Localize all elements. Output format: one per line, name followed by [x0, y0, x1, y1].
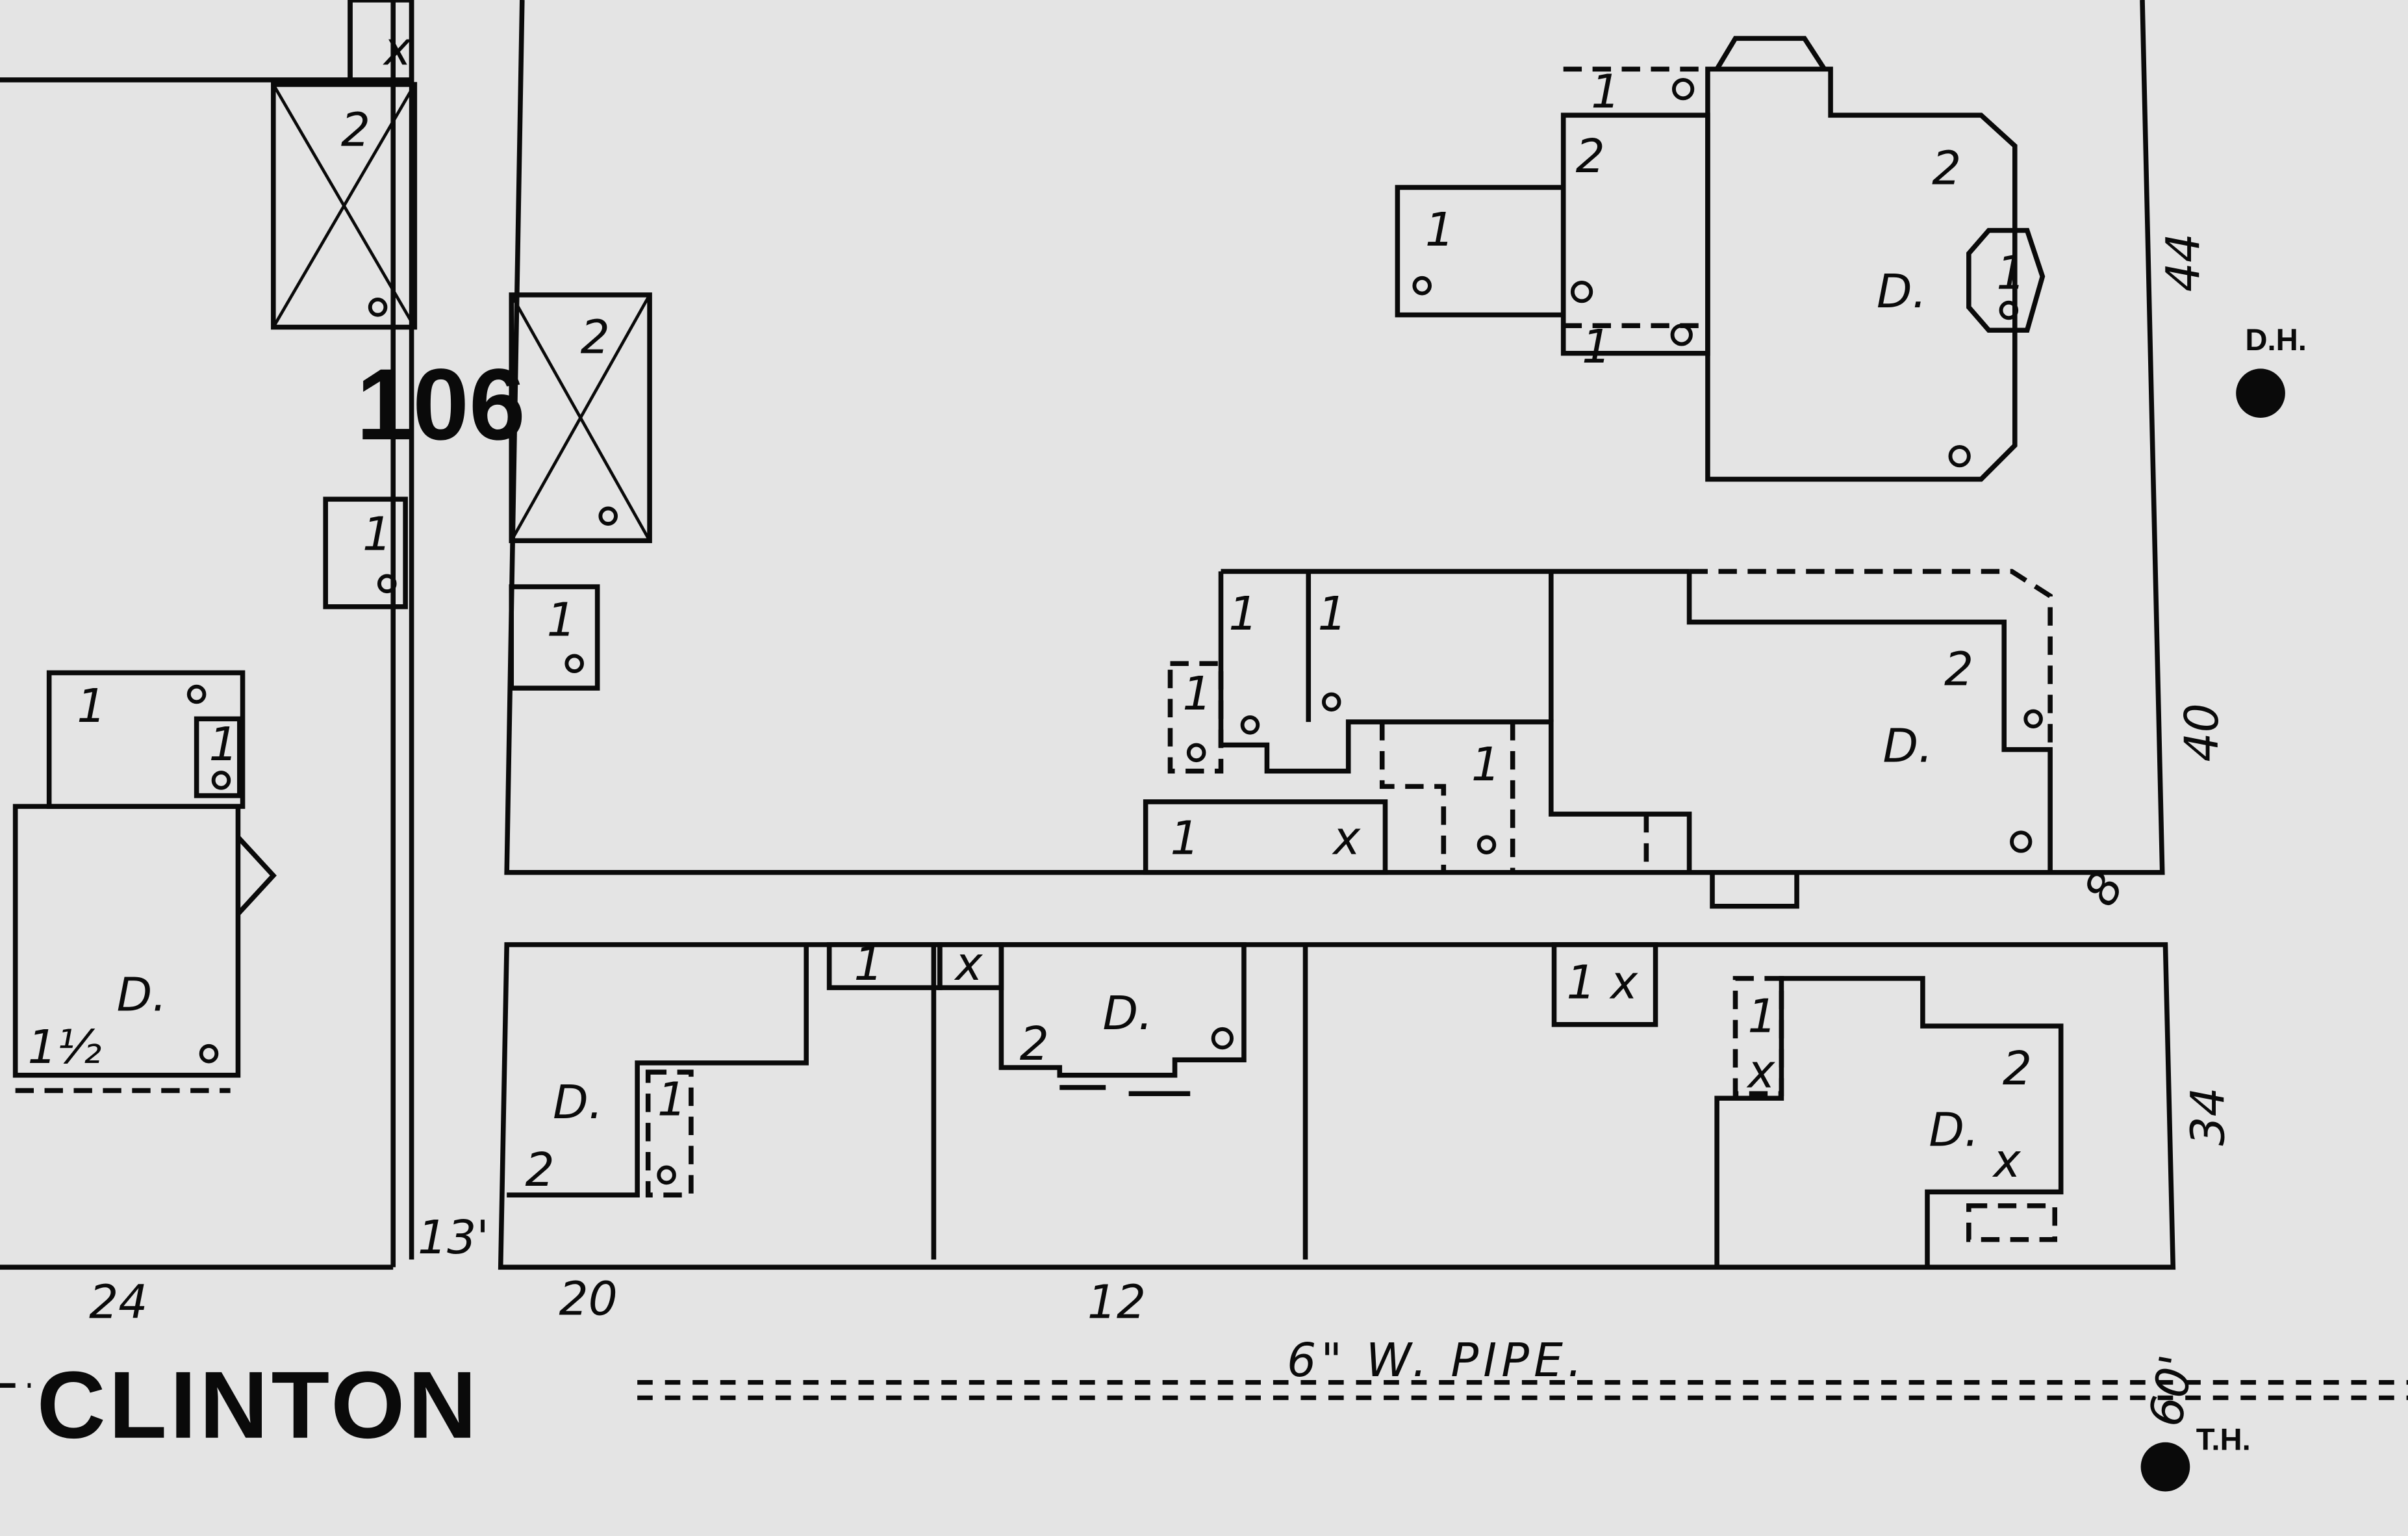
street-name: CLINTON: [37, 1352, 480, 1459]
label-dwelling: D.: [117, 968, 167, 1022]
label-one: 1: [1591, 64, 1620, 118]
label-one: 1: [1471, 737, 1501, 791]
outbuilding: [323, 496, 408, 609]
label-one: 1: [1182, 667, 1211, 721]
label-one: 1: [657, 1072, 687, 1126]
label-one: 1: [1228, 587, 1258, 641]
label-one: 1: [1582, 320, 1611, 374]
hydrant-dot: [2236, 368, 2285, 418]
label-dwelling: D.: [1882, 719, 1933, 773]
dimension-label: 60': [2138, 1351, 2204, 1430]
label-one: 1: [854, 937, 883, 991]
label-x: x: [1332, 811, 1361, 865]
label-dwelling: D.: [1877, 264, 1927, 318]
building-x-marked-1: [271, 0, 418, 330]
label-two: 2: [1944, 642, 1973, 696]
address-number: 40: [2175, 703, 2229, 762]
label-one: 1: [1425, 203, 1454, 257]
water-pipe-label: 6" W. PIPE.: [1287, 1333, 1586, 1387]
address-number: 20: [559, 1272, 618, 1326]
label-one: 1: [547, 593, 576, 647]
label-one: 1: [1747, 990, 1777, 1043]
address-number: 24: [89, 1275, 147, 1329]
label-one: 1: [362, 507, 392, 561]
label-x: x: [1746, 1045, 1775, 1099]
dwelling-34: [1551, 942, 2064, 1268]
water-pipe-line: [0, 1380, 2408, 1400]
label-x: x: [383, 21, 412, 75]
label-two: 2: [1932, 142, 1961, 196]
label-one: 1: [1170, 811, 1199, 865]
label-x: x: [1992, 1134, 2021, 1188]
label-dwelling: D.: [553, 1075, 603, 1129]
hydrant-dot: [2140, 1442, 2190, 1492]
label-one: 1: [1317, 587, 1347, 641]
dimension-label: 13': [418, 1210, 489, 1264]
hydrant-label: D.H.: [2245, 323, 2307, 357]
outbuilding: [509, 584, 600, 691]
dwelling-40: [1143, 569, 2053, 909]
label-one: 1: [209, 717, 238, 771]
building-x-marked-2: [509, 292, 652, 543]
label-dwelling: D.: [1929, 1103, 1979, 1157]
address-number: 44: [2156, 233, 2210, 292]
label-one: 1: [77, 679, 106, 733]
label-two: 2: [526, 1143, 555, 1197]
label-two: 2: [341, 103, 370, 157]
dwelling-20: [507, 944, 809, 1197]
label-two: 2: [2003, 1042, 2032, 1095]
label-one: 1: [1996, 246, 2025, 300]
dwelling-44: [1395, 36, 2046, 482]
label-one-half: 1½: [28, 1020, 102, 1074]
block-number: 106: [356, 348, 525, 461]
dwelling-left: [12, 670, 277, 1094]
dwelling-12: [826, 942, 1247, 1096]
label-one-x: 1 x: [1566, 956, 1638, 1010]
label-dwelling: D.: [1102, 986, 1152, 1040]
address-number: 34: [2181, 1087, 2235, 1146]
address-number: 12: [1087, 1275, 1146, 1329]
label-two: 2: [581, 311, 610, 365]
hydrant-label: T.H.: [2196, 1423, 2251, 1457]
label-two: 2: [1020, 1017, 1049, 1071]
label-x: x: [954, 937, 983, 991]
label-two: 2: [1576, 129, 1605, 183]
